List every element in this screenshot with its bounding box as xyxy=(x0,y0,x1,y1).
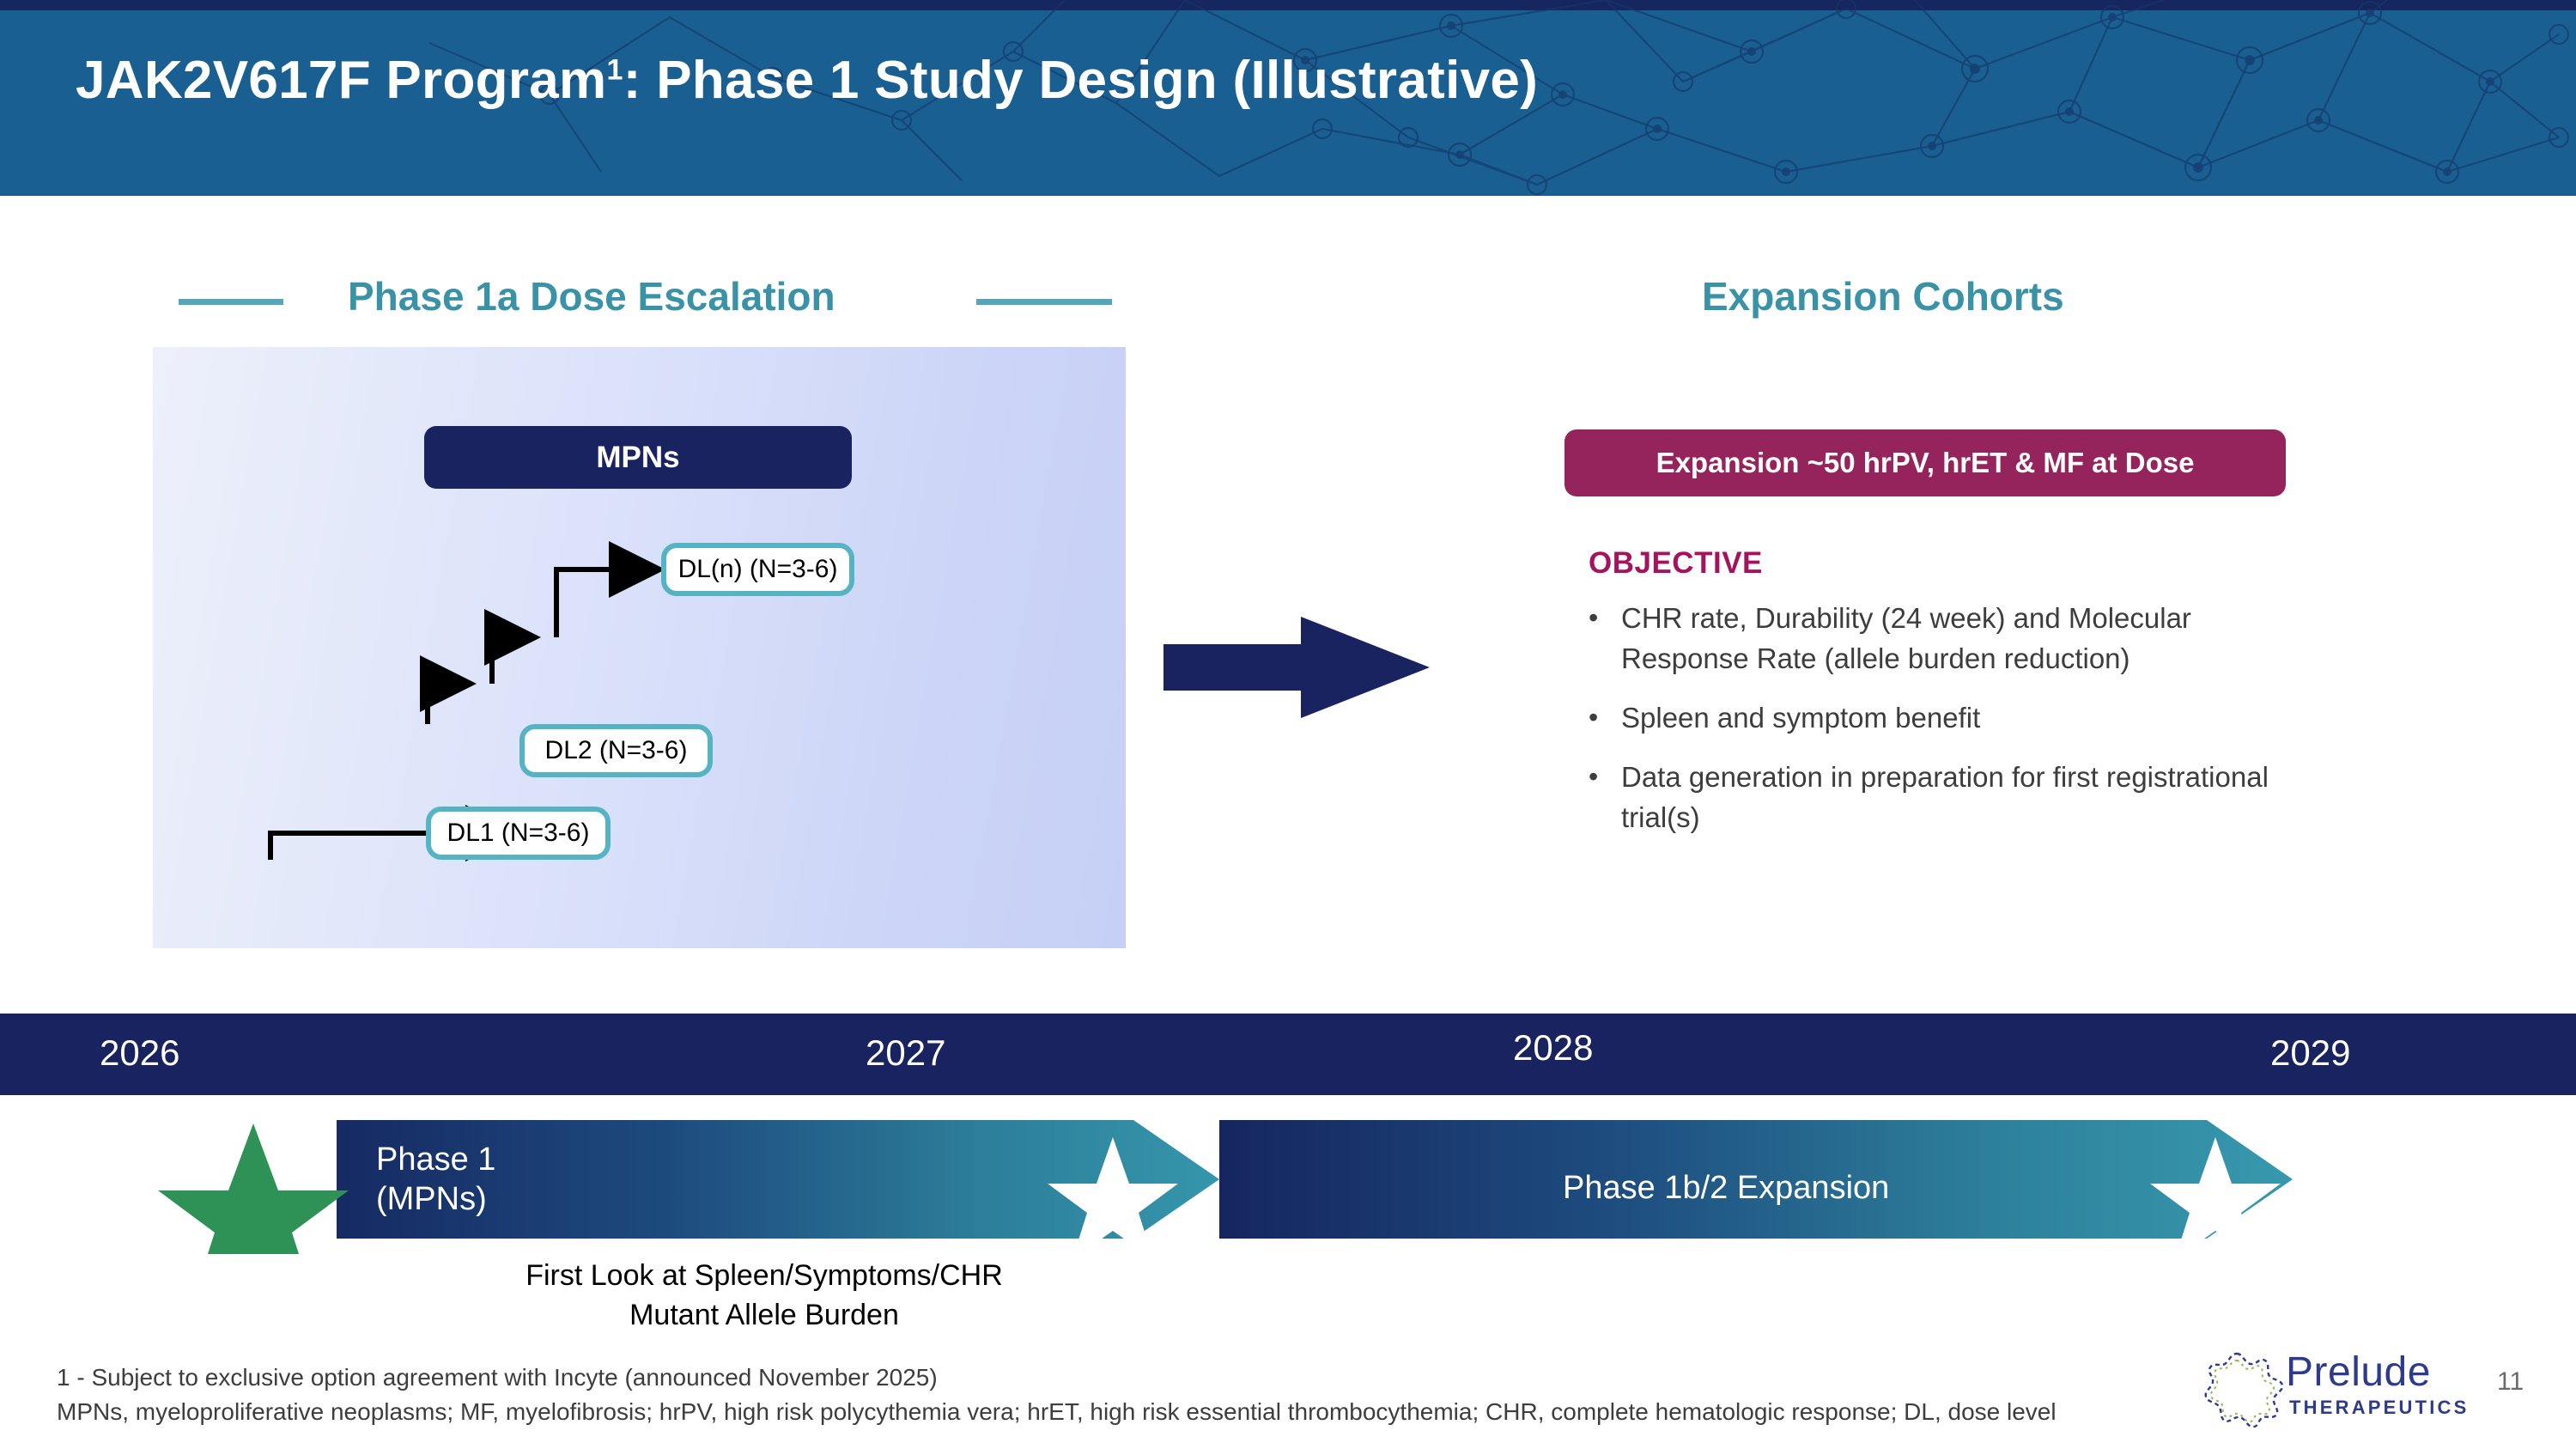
list-item: • Data generation in preparation for fir… xyxy=(1589,757,2310,837)
chevron-phase-1 xyxy=(337,1120,1219,1239)
timeline-year-2028: 2028 xyxy=(1513,1027,1594,1068)
population-box-mpns: MPNs xyxy=(424,426,852,489)
expansion-banner-label: Expansion ~50 hrPV, hrET & MF at Dose xyxy=(1656,447,2195,478)
dose-level-label: DL(n) (N=3-6) xyxy=(677,555,838,583)
company-logo: Prelude THERAPEUTICS xyxy=(2190,1347,2466,1429)
escalation-title-rule-left xyxy=(179,299,283,305)
objective-text: Data generation in preparation for first… xyxy=(1621,761,2269,833)
bullet-icon: • xyxy=(1589,702,1599,733)
page-title-rest: : Phase 1 Study Design (Illustrative) xyxy=(623,51,1539,110)
chevron-phase-1-label: Phase 1 (MPNs) xyxy=(376,1142,496,1217)
green-star-icon xyxy=(158,1123,349,1254)
expansion-section-title: Expansion Cohorts xyxy=(1702,274,2064,319)
header-top-strip xyxy=(0,0,2576,10)
escalation-section-title: Phase 1a Dose Escalation xyxy=(348,274,835,319)
list-item: • CHR rate, Durability (24 week) and Mol… xyxy=(1589,598,2310,679)
footnote-line-1: 1 - Subject to exclusive option agreemen… xyxy=(57,1364,938,1391)
page-number: 11 xyxy=(2497,1367,2524,1396)
objective-text: CHR rate, Durability (24 week) and Molec… xyxy=(1621,602,2191,674)
expansion-cohort-banner: Expansion ~50 hrPV, hrET & MF at Dose xyxy=(1564,429,2286,496)
right-arrow-icon xyxy=(1163,617,1430,718)
chevron-phase-1b-2-label: Phase 1b/2 Expansion xyxy=(1563,1170,1890,1206)
timeline-year-2029: 2029 xyxy=(2270,1032,2351,1073)
escalation-title-rule-right xyxy=(976,299,1112,305)
bullet-icon: • xyxy=(1589,602,1599,633)
logo-wordmark: Prelude xyxy=(2286,1349,2431,1395)
slide-header: JAK2V617F Program1: Phase 1 Study Design… xyxy=(0,0,2576,196)
chevron-phase-1b-2 xyxy=(1219,1120,2293,1239)
dose-level-label: DL2 (N=3-6) xyxy=(544,736,688,764)
objective-heading: OBJECTIVE xyxy=(1589,546,1763,580)
population-box-label: MPNs xyxy=(596,440,680,474)
dose-level-label: DL1 (N=3-6) xyxy=(447,819,590,847)
white-star-icon xyxy=(2150,1137,2281,1254)
timeline-year-2027: 2027 xyxy=(866,1032,946,1073)
network-pattern-icon xyxy=(428,0,2570,196)
timeline-year-2026: 2026 xyxy=(100,1032,180,1073)
objective-list: • CHR rate, Durability (24 week) and Mol… xyxy=(1589,598,2310,856)
timeline-milestone-caption: First Look at Spleen/Symptoms/CHR Mutant… xyxy=(526,1259,1003,1331)
page-title-main: JAK2V617F Program xyxy=(76,51,607,110)
prelude-burst-icon xyxy=(2204,1352,2284,1428)
bullet-icon: • xyxy=(1589,761,1599,792)
dose-level-box-n: DL(n) (N=3-6) xyxy=(661,543,854,596)
logo-subtitle: THERAPEUTICS xyxy=(2289,1397,2470,1418)
footnote-line-2: MPNs, myeloproliferative neoplasms; MF, … xyxy=(57,1398,2057,1425)
dose-level-box-2: DL2 (N=3-6) xyxy=(519,724,713,777)
page-title-footnote-marker: 1 xyxy=(606,53,623,87)
timeline-chevrons xyxy=(158,1120,2293,1254)
white-star-icon xyxy=(1048,1137,1178,1254)
list-item: • Spleen and symptom benefit xyxy=(1589,697,2310,738)
timeline-year-band xyxy=(0,1014,2576,1095)
dose-level-box-1: DL1 (N=3-6) xyxy=(426,807,611,860)
objective-text: Spleen and symptom benefit xyxy=(1621,702,1981,734)
page-title: JAK2V617F Program1: Phase 1 Study Design… xyxy=(76,50,1538,111)
